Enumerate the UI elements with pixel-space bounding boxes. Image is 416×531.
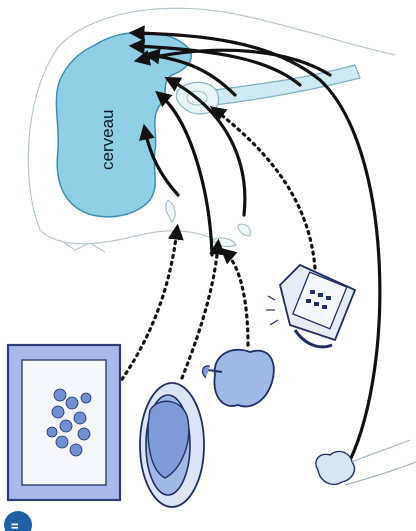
stimulus-arrows: [116, 106, 317, 387]
brain-label: cerveau: [98, 110, 117, 170]
nerve-arrow-upper: [128, 38, 302, 87]
nerve-arrow-taste: [164, 76, 247, 217]
tongue-structure: [237, 223, 251, 237]
brain: [55, 31, 192, 218]
nerve-arrow-smell: [155, 90, 214, 257]
nerve-arrow-vision: [139, 123, 180, 197]
painting-icon: [6, 343, 122, 502]
corner-badge-label: II: [11, 523, 21, 530]
nerve-arrows: [128, 25, 382, 472]
stimulus-arrow-chicken: [180, 238, 226, 380]
apple-icon: [201, 348, 275, 408]
nerve-arrow-touch: [128, 25, 382, 472]
stimulus-arrow-telephone: [209, 106, 317, 270]
head-outline: [27, 7, 396, 253]
mouth-structure: [211, 237, 237, 248]
spinal-cord: [214, 64, 361, 106]
stimulus-arrow-apple: [220, 247, 250, 347]
nose-structure: [165, 199, 176, 223]
stimulus-arrow-painting: [116, 223, 184, 387]
nerve-arrow-upper2: [133, 48, 332, 77]
hand-icon: [315, 439, 416, 486]
telephone-icon: [266, 263, 357, 349]
roast-chicken-icon: [139, 382, 205, 508]
corner-badge: II: [4, 511, 32, 531]
